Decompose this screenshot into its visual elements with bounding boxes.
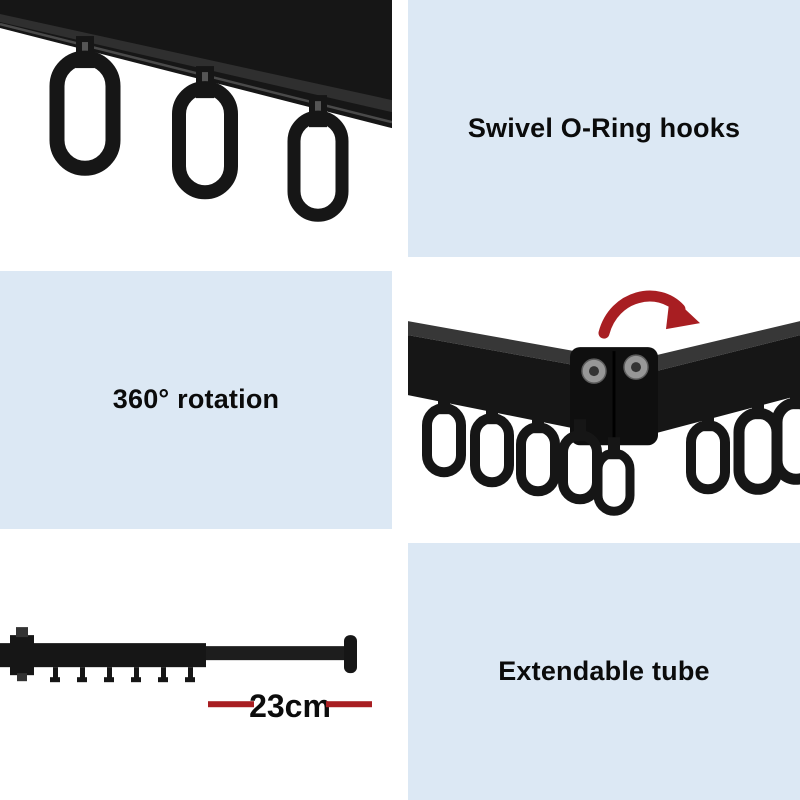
oring-hook-icon bbox=[516, 411, 560, 497]
oring-hook-icon bbox=[470, 402, 514, 488]
extension-tube-graphic bbox=[206, 634, 357, 673]
right-rail-graphic bbox=[648, 321, 800, 436]
feature-label-extendable: Extendable tube bbox=[498, 655, 710, 686]
feature-panel-rotation: 360° rotation bbox=[0, 271, 392, 529]
tube-peg-hooks-graphic bbox=[50, 666, 195, 682]
dimension-marker: 23cm bbox=[208, 688, 372, 724]
feature-label-rotation: 360° rotation bbox=[112, 384, 280, 415]
oring-hook-icon bbox=[771, 387, 800, 486]
screw-icon bbox=[623, 354, 649, 381]
feature-panel-extendable: Extendable tube bbox=[408, 542, 800, 800]
oring-hook-icon bbox=[49, 36, 121, 176]
oring-hook-icon bbox=[686, 409, 730, 495]
dimension-line-right bbox=[326, 700, 372, 707]
left-rail-graphic bbox=[408, 321, 608, 436]
corner-hinge-illustration bbox=[408, 290, 800, 517]
oring-hook-icon bbox=[172, 66, 238, 200]
oring-hook-icon bbox=[287, 95, 349, 222]
extendable-tube-illustration: 23cm bbox=[0, 626, 372, 724]
photo-panel-corner-hinge bbox=[408, 271, 800, 529]
feature-label-swivel: Swivel O-Ring hooks bbox=[467, 113, 741, 144]
rotation-arrow-icon bbox=[598, 290, 700, 339]
main-tube-graphic bbox=[0, 626, 206, 681]
oring-hook-icon bbox=[733, 397, 783, 496]
screw-icon bbox=[581, 358, 607, 385]
photo-panel-oring-hooks bbox=[0, 0, 392, 258]
measurement-label: 23cm bbox=[249, 688, 331, 724]
oring-hook-icon bbox=[593, 437, 635, 517]
feature-panel-swivel: Swivel O-Ring hooks bbox=[408, 0, 800, 258]
dimension-line-left bbox=[208, 700, 254, 707]
photo-panel-extendable-tube: 23cm bbox=[0, 542, 392, 800]
oring-hooks-illustration bbox=[0, 0, 392, 222]
oring-hook-icon bbox=[422, 392, 466, 478]
